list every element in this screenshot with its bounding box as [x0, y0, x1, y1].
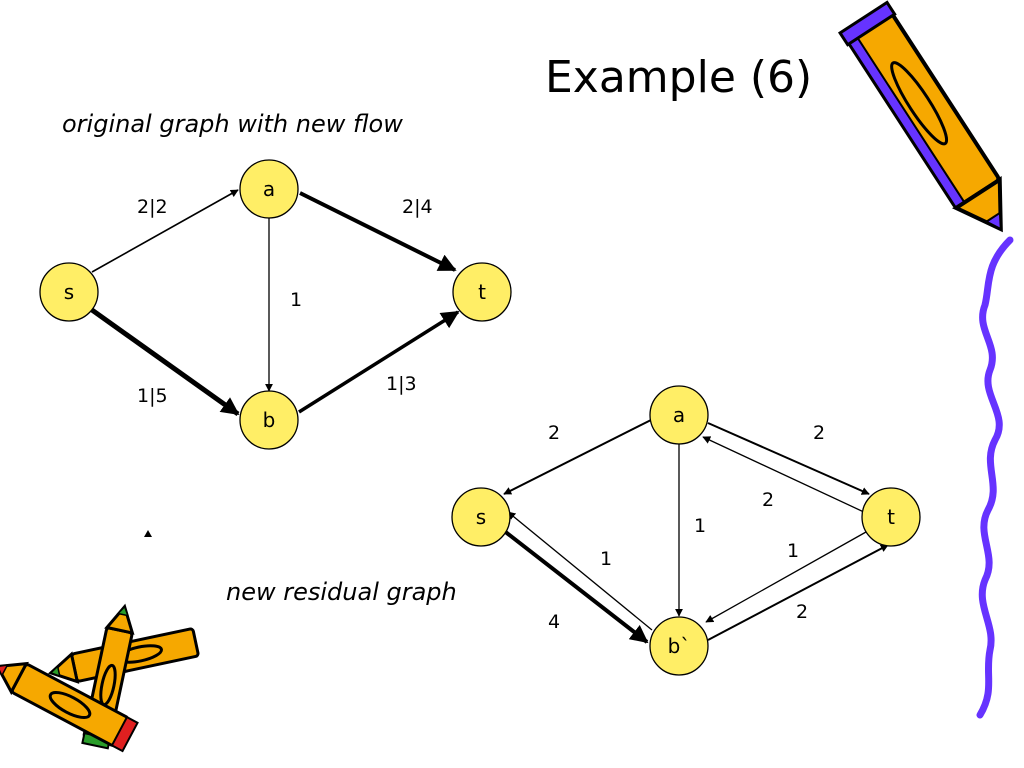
- node-t: t: [452, 262, 512, 322]
- node-label-a-residual: a: [673, 403, 685, 427]
- edge-t-a: [702, 436, 867, 514]
- edge-label-t-a: 2: [762, 489, 774, 511]
- edge-b-s: [507, 511, 653, 631]
- residual-graph: 2 2 2 1 1 4 1 2 a s t b`: [451, 385, 921, 676]
- edge-a-s: [503, 419, 652, 495]
- node-label-b-residual: b`: [668, 634, 691, 658]
- node-label-s-residual: s: [476, 505, 486, 529]
- pencil-icon: [837, 0, 1003, 233]
- edge-label-b-t: 2: [796, 601, 808, 623]
- edge-a-t: [299, 191, 457, 272]
- edge-label-t-b: 1: [787, 540, 799, 562]
- node-label-t-residual: t: [887, 505, 895, 529]
- edge-label-s-b: 4: [548, 611, 560, 633]
- node-t-residual: t: [861, 487, 921, 547]
- caption-original-graph: original graph with new flow: [62, 110, 403, 138]
- node-b: b: [239, 390, 299, 450]
- slide-title: Example (6): [545, 52, 813, 103]
- node-a-residual: a: [649, 385, 709, 445]
- edge-label-b-s: 1: [600, 548, 612, 570]
- edge-a-t: [707, 422, 870, 495]
- edge-label-a-t: 2|4: [402, 196, 433, 218]
- edge-s-b: [501, 528, 649, 644]
- edge-b-t: [298, 310, 460, 414]
- edge-label-s-a: 2|2: [137, 196, 168, 218]
- node-label-b: b: [263, 408, 276, 432]
- edge-label-s-b: 1|5: [137, 385, 168, 407]
- caption-residual-graph: new residual graph: [226, 578, 457, 606]
- node-label-s: s: [64, 280, 74, 304]
- edge-label-a-b: 1: [694, 515, 706, 537]
- node-s-residual: s: [451, 487, 511, 547]
- edge-label-a-t: 2: [813, 422, 825, 444]
- stray-mark: [144, 530, 152, 537]
- edge-t-b: [705, 531, 867, 623]
- node-a: a: [239, 159, 299, 219]
- node-label-a: a: [263, 177, 275, 201]
- crayons-icon: [0, 603, 200, 753]
- original-graph: 2|2 2|4 1 1|5 1|3 s a b t: [39, 159, 512, 450]
- node-label-t: t: [478, 280, 486, 304]
- edge-s-a: [91, 189, 239, 273]
- edge-label-a-b: 1: [290, 289, 302, 311]
- edge-label-a-s: 2: [548, 422, 560, 444]
- node-b-residual: b`: [649, 616, 709, 676]
- wavy-line-decoration: [976, 236, 1014, 719]
- edge-s-b: [90, 307, 240, 417]
- edge-label-b-t: 1|3: [386, 373, 417, 395]
- node-s: s: [39, 262, 99, 322]
- edge-b-t: [707, 544, 889, 641]
